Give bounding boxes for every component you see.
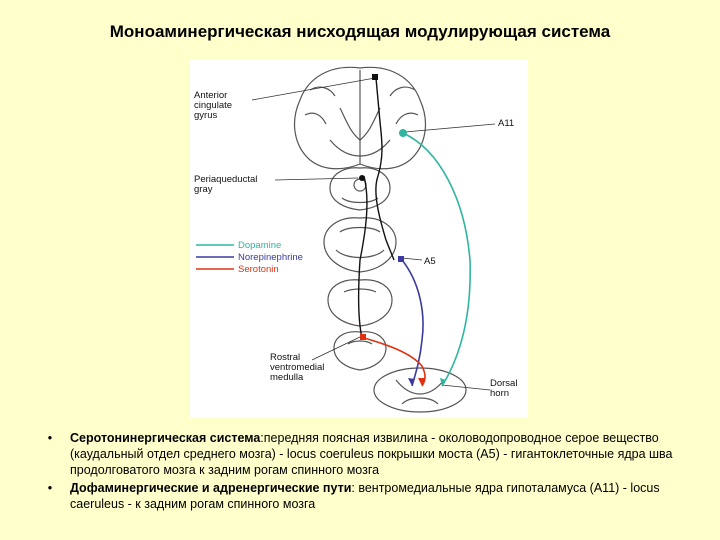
neuro-diagram: Anterior cingulate gyrus A11 Periaqueduc… [190,60,528,418]
bullet-list: • Серотонинергическая система:передняя п… [30,430,690,514]
label-dorsal-horn: Dorsal horn [490,378,520,399]
forebrain-section [293,66,427,170]
diagram-canvas: Anterior cingulate gyrus A11 Periaqueduc… [194,66,520,413]
medulla-section [333,331,387,371]
leader-lines [251,77,496,391]
bullet-item: • Дофаминергические и адренергические пу… [30,480,690,512]
legend-item-serotonin: Serotonin [196,264,279,275]
midbrain-section [329,167,391,211]
label-anterior-cingulate: Anterior cingulate gyrus [194,90,235,121]
slide-title: Моноаминергическая нисходящая модулирующ… [109,22,611,41]
dorsal-horn-arrow-serotonin [418,378,425,386]
bullet-text: Дофаминергические и адренергические пути… [70,481,660,511]
a11-marker [399,129,407,137]
markers [359,74,446,386]
legend: Dopamine Norepinephrine Serotonin [196,240,303,275]
labels: Anterior cingulate gyrus A11 Periaqueduc… [194,90,520,399]
bullet-item: • Серотонинергическая система:передняя п… [30,430,690,478]
svg-text:Norepinephrine: Norepinephrine [238,252,303,263]
pathways [357,77,471,387]
svg-text:Serotonin: Serotonin [238,264,279,275]
svg-text:Dopamine: Dopamine [238,240,281,251]
dopamine-pathway [402,132,471,387]
bullet-marker: • [47,481,53,495]
bullet-marker: • [47,431,53,445]
label-a11: A11 [498,118,514,129]
cingulate-marker [372,74,378,80]
legend-item-dopamine: Dopamine [196,240,281,251]
serotonin-pathway [363,337,426,387]
label-a5: A5 [424,256,436,267]
spinal-cord-section [373,367,467,413]
dorsal-horn-arrow-norepinephrine [408,378,415,386]
a5-marker [398,256,404,262]
dorsal-horn-arrow-dopamine [440,378,446,386]
descending-pathway [375,77,395,261]
label-rostral: Rostral ventromedial medulla [270,352,327,383]
rvm-marker [360,334,366,340]
norepinephrine-pathway [401,259,424,387]
pag-marker [359,175,365,181]
label-periaqueductal: Periaqueductal gray [194,174,260,195]
legend-item-norepinephrine: Norepinephrine [196,252,303,263]
bullet-text: Серотонинергическая система:передняя поя… [70,431,673,477]
